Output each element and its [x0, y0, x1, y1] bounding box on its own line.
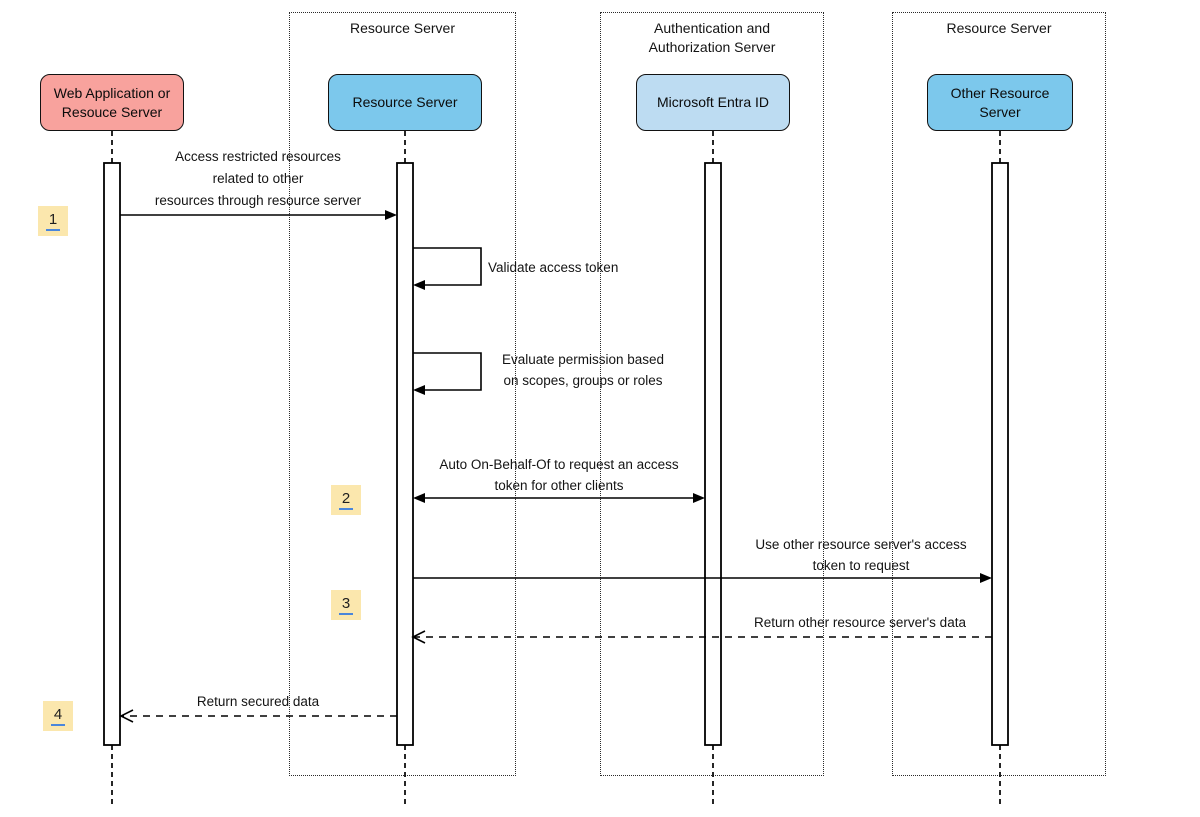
self-message-validate-token — [413, 247, 482, 286]
frame-title: Resource Server — [946, 20, 1052, 36]
step-number: 3 — [338, 595, 354, 615]
actor-other-resource-server: Other Resource Server — [927, 74, 1073, 131]
actor-resource-server: Resource Server — [328, 74, 482, 131]
step-badge-2[interactable]: 2 — [331, 485, 361, 515]
actor-web-application: Web Application or Resouce Server — [40, 74, 184, 131]
message-label-return-other-data: Return other resource server's data — [754, 615, 966, 630]
arrowhead-right — [980, 573, 992, 583]
activation-bar-resource-server — [396, 162, 414, 746]
step-number: 1 — [45, 211, 61, 231]
activation-bar-other-resource-server — [991, 162, 1009, 746]
activation-bar-entra-id — [704, 162, 722, 746]
step-badge-1[interactable]: 1 — [38, 206, 68, 236]
arrowhead-left — [413, 385, 425, 395]
message-label-access-restricted: Access restricted resources related to o… — [154, 149, 362, 208]
frame-title: Authentication and Authorization Server — [648, 20, 776, 55]
message-label-return-secured-data: Return secured data — [196, 694, 320, 709]
step-number: 4 — [50, 706, 66, 726]
message-label-validate-token: Validate access token — [488, 260, 619, 275]
arrowhead-left — [413, 280, 425, 290]
frame-title: Resource Server — [349, 20, 456, 36]
step-badge-3[interactable]: 3 — [331, 590, 361, 620]
arrowhead-right — [385, 210, 397, 220]
open-arrowhead-left — [411, 630, 426, 644]
arrowhead-left — [413, 493, 425, 503]
arrowhead-right — [693, 493, 705, 503]
frame-resource-server-left: Resource Server — [289, 12, 516, 776]
self-message-evaluate-permission — [413, 352, 482, 391]
actor-microsoft-entra-id: Microsoft Entra ID — [636, 74, 790, 131]
frame-resource-server-right: Resource Server — [892, 12, 1106, 776]
activation-bar-web-application — [103, 162, 121, 746]
frame-auth-server: Authentication and Authorization Server — [600, 12, 824, 776]
message-label-auto-obo: Auto On-Behalf-Of to request an access t… — [439, 457, 679, 493]
step-badge-4[interactable]: 4 — [43, 701, 73, 731]
open-arrowhead-left — [119, 709, 134, 723]
step-number: 2 — [338, 490, 354, 510]
message-label-evaluate-permission: Evaluate permission based on scopes, gro… — [501, 352, 665, 388]
message-label-use-other-token: Use other resource server's access token… — [755, 537, 967, 573]
